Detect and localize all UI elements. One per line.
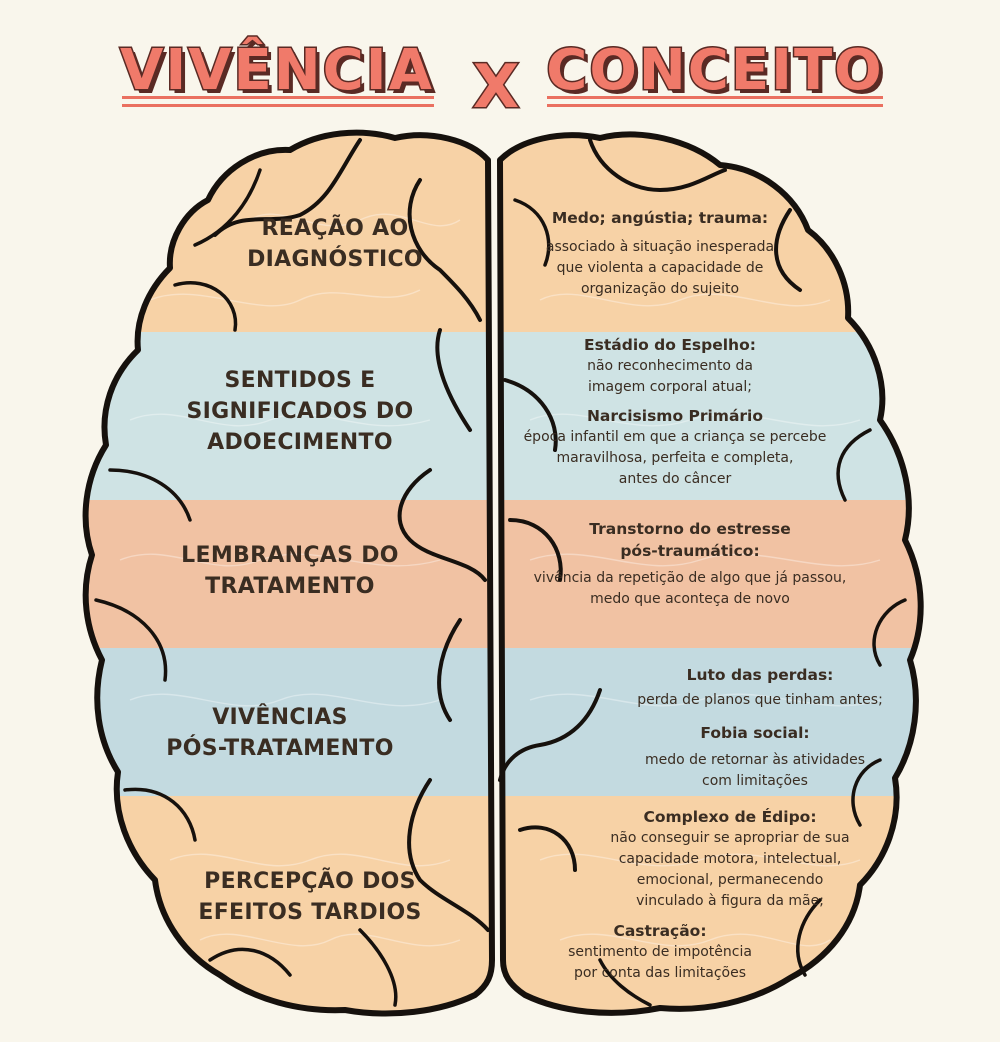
conceito-body-line: não conseguir se apropriar de sua: [610, 830, 850, 846]
vivencia-label-efeitos-tardios: PERCEPÇÃO DOS EFEITOS TARDIOS: [180, 866, 440, 928]
conceito-body-line: maravilhosa, perfeita e completa,: [556, 450, 794, 466]
conceito-heading: Castração:: [613, 922, 707, 940]
label-line: VIVÊNCIAS: [212, 705, 348, 730]
conceito-estresse-pos-traumatico: Transtorno do estresse pós-traumático: v…: [510, 518, 870, 610]
conceito-body-line: capacidade motora, intelectual,: [618, 851, 842, 867]
label-line: TRATAMENTO: [205, 574, 375, 599]
conceito-body-line: emocional, permanecendo: [636, 872, 824, 888]
conceito-body-line: associado à situação inesperada: [545, 239, 775, 255]
conceito-estadio-espelho: Estádio do Espelho: não reconhecimento d…: [510, 334, 830, 398]
conceito-title: CONCEITO: [545, 37, 884, 105]
label-line: DIAGNÓSTICO: [247, 247, 423, 272]
vivencia-label-reacao: REAÇÃO AO DIAGNÓSTICO: [220, 213, 450, 275]
conceito-luto: Luto das perdas: perda de planos que tin…: [610, 664, 910, 711]
conceito-castracao: Castração: sentimento de impotência por …: [530, 920, 790, 984]
conceito-body-line: vivência da repetição de algo que já pas…: [533, 570, 847, 586]
conceito-body-line: sentimento de impotência: [568, 944, 752, 960]
conceito-body-line: medo que aconteça de novo: [590, 591, 790, 607]
conceito-heading: Narcisismo Primário: [586, 407, 764, 425]
label-line: REAÇÃO AO: [261, 216, 409, 241]
label-line: PERCEPÇÃO DOS: [204, 869, 416, 894]
conceito-body-line: antes do câncer: [618, 471, 732, 487]
conceito-body-line: medo de retornar às atividades: [644, 752, 866, 768]
conceito-body-line: organização do sujeito: [580, 281, 740, 297]
vivencia-label-pos-tratamento: VIVÊNCIAS PÓS-TRATAMENTO: [150, 702, 410, 764]
conceito-heading: Estádio do Espelho:: [584, 336, 756, 354]
conceito-heading: Medo; angústia; trauma:: [551, 209, 769, 227]
conceito-body-line: que violenta a capacidade de: [556, 260, 764, 276]
conceito-heading-continued: pós-traumático:: [620, 542, 760, 560]
conceito-heading: Transtorno do estresse: [589, 520, 791, 538]
vivencia-label-sentidos: SENTIDOS E SIGNIFICADOS DO ADOECIMENTO: [175, 365, 425, 458]
vivencia-title: VIVÊNCIA: [119, 37, 434, 105]
label-line: SENTIDOS E: [224, 368, 376, 393]
conceito-medo: Medo; angústia; trauma: associado à situ…: [500, 207, 820, 300]
vivencia-underline-top: [122, 96, 434, 99]
label-line: SIGNIFICADOS DO: [186, 399, 414, 424]
conceito-narcisismo: Narcisismo Primário época infantil em qu…: [500, 405, 850, 490]
conceito-body-line: perda de planos que tinham antes;: [637, 692, 883, 708]
vivencia-label-lembrancas: LEMBRANÇAS DO TRATAMENTO: [160, 540, 420, 602]
label-line: LEMBRANÇAS DO: [181, 543, 399, 568]
conceito-underline-top: [547, 96, 883, 99]
conceito-body-line: vinculado à figura da mãe;: [636, 893, 824, 909]
conceito-heading: Luto das perdas:: [686, 666, 834, 684]
label-line: ADOECIMENTO: [207, 430, 393, 455]
conceito-fobia-social: Fobia social: medo de retornar às ativid…: [605, 722, 905, 792]
right-hemisphere-fill: [500, 134, 921, 1013]
label-line: PÓS-TRATAMENTO: [166, 736, 394, 761]
conceito-body-line: imagem corporal atual;: [588, 379, 752, 395]
conceito-heading: Fobia social:: [700, 724, 810, 742]
conceito-body-line: por conta das limitações: [573, 965, 747, 981]
conceito-heading: Complexo de Édipo:: [643, 808, 817, 826]
versus-x: X: [471, 51, 520, 124]
vivencia-underline-bottom: [122, 104, 434, 107]
conceito-underline-bottom: [547, 104, 883, 107]
conceito-body-line: com limitações: [702, 773, 808, 789]
conceito-body-line: não reconhecimento da: [587, 358, 753, 374]
conceito-body-line: época infantil em que a criança se perce…: [523, 429, 827, 445]
conceito-complexo-edipo: Complexo de Édipo: não conseguir se apro…: [580, 806, 880, 912]
label-line: EFEITOS TARDIOS: [198, 900, 422, 925]
